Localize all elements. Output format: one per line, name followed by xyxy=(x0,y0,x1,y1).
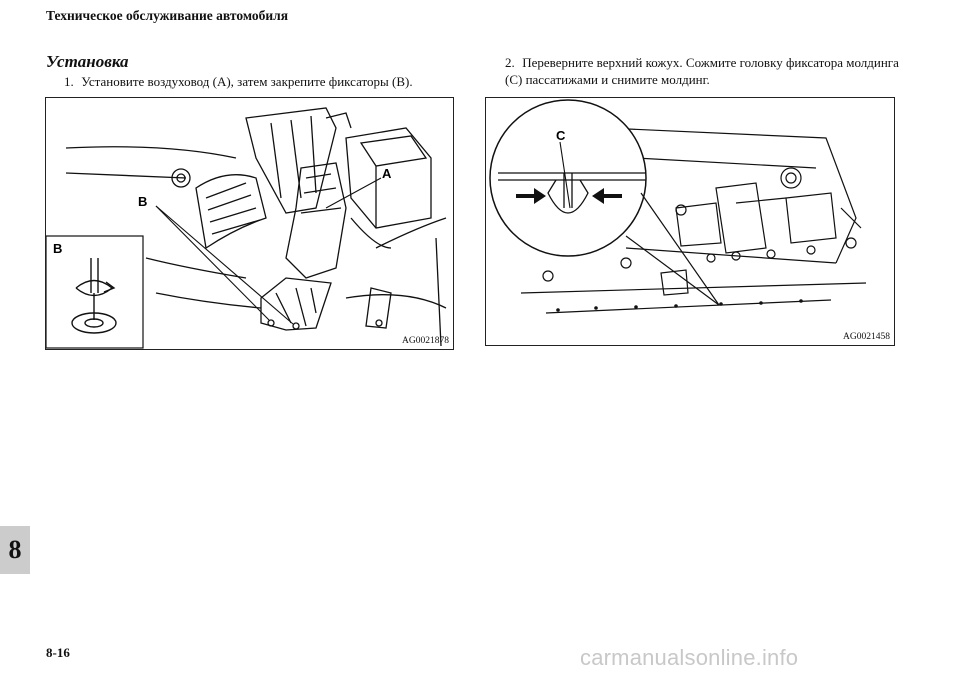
figure-code-2: AG0021458 xyxy=(843,332,890,342)
label-a: A xyxy=(382,166,392,181)
air-duct-illustration: A B B xyxy=(46,107,447,349)
label-c: C xyxy=(556,128,566,143)
figure-code-1: AG0021878 xyxy=(402,336,449,346)
label-b: B xyxy=(138,194,147,209)
figure-molding-clip: C AG0021458 xyxy=(485,97,895,346)
figure-air-duct: A B B AG0021878 xyxy=(45,97,454,350)
magnified-detail xyxy=(489,99,647,257)
arrow-left-icon xyxy=(592,188,622,204)
page-number: 8-16 xyxy=(46,645,70,660)
step-2: 2. Переверните верхний кожух. Сожмите го… xyxy=(505,54,905,88)
arrow-right-icon xyxy=(516,188,546,204)
running-header: Техническое обслуживание автомобиля xyxy=(46,8,288,23)
step-2-number: 2. xyxy=(505,55,515,70)
step-1-number: 1. xyxy=(64,74,74,89)
screwdriver-icon xyxy=(71,258,117,334)
section-title: Установка xyxy=(46,52,129,71)
inset-box xyxy=(46,235,144,349)
step-2-text: Переверните верхний кожух. Сожмите голов… xyxy=(505,55,899,87)
chapter-tab: 8 xyxy=(0,526,30,574)
step-1: 1. Установите воздуховод (A), затем закр… xyxy=(64,73,464,90)
watermark: carmanualsonline.info xyxy=(580,645,799,670)
step-1-text: Установите воздуховод (A), затем закрепи… xyxy=(81,74,413,89)
inset-label-b: B xyxy=(53,241,62,256)
molding-illustration: C xyxy=(489,99,867,314)
